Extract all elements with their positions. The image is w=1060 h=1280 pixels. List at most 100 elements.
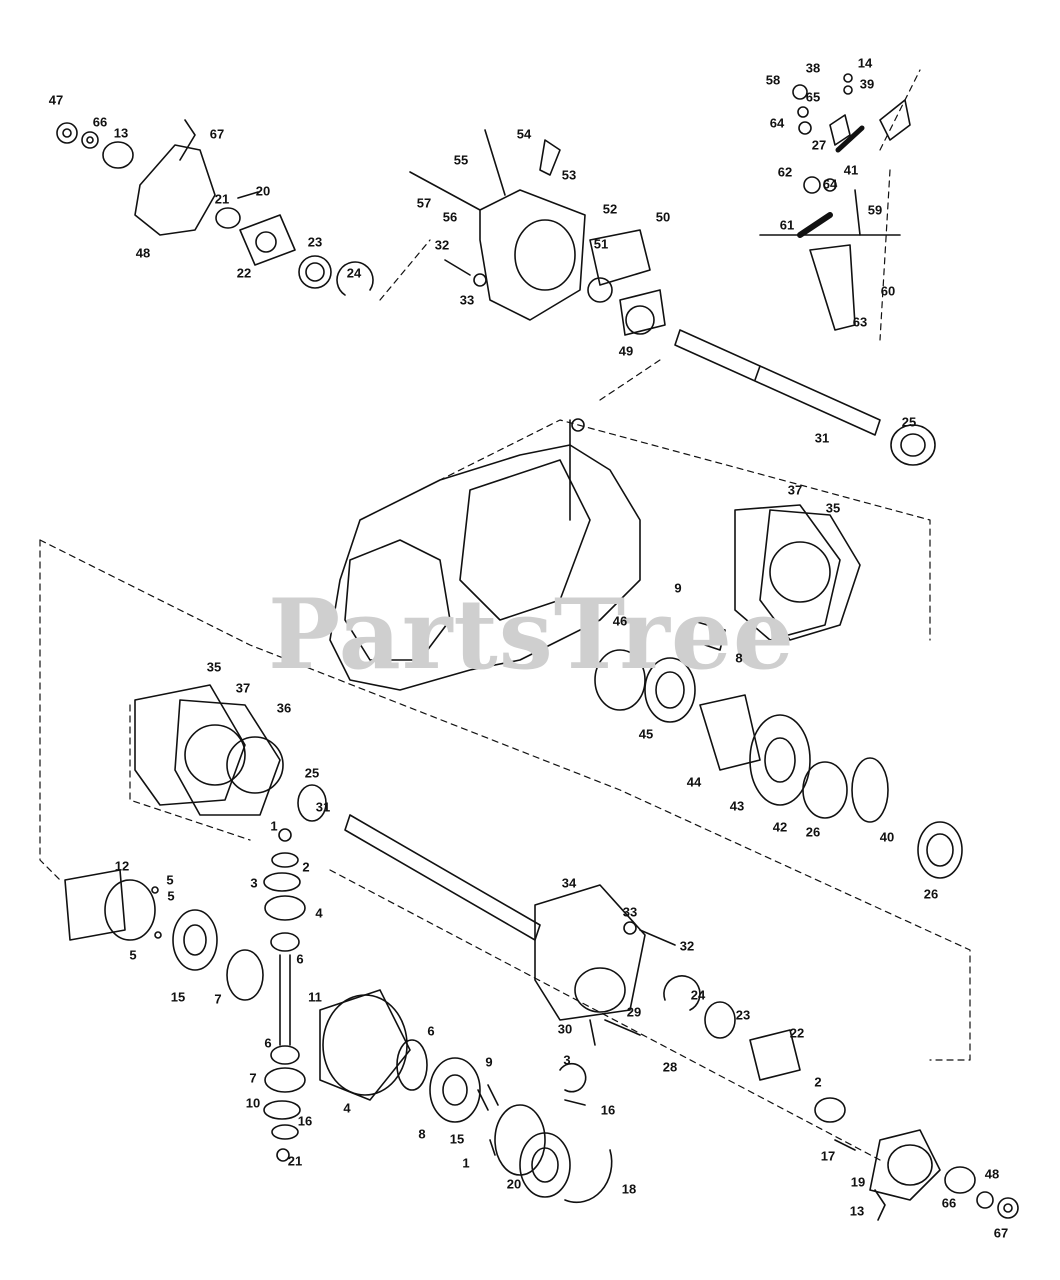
callout-3b: 10 bbox=[245, 1095, 261, 1111]
callout-6b: 6 bbox=[264, 1035, 272, 1051]
callout-5c: 5 bbox=[129, 947, 137, 963]
output-flange-group-bottom bbox=[834, 1129, 1019, 1221]
gear-case-top bbox=[409, 129, 666, 336]
callout-15b: 8 bbox=[418, 1126, 426, 1142]
callout-23: 23 bbox=[307, 234, 323, 250]
callout-8b: 16 bbox=[600, 1102, 616, 1118]
callout-57: 57 bbox=[416, 195, 432, 211]
callout-23b: 23 bbox=[735, 1007, 751, 1023]
callout-37b: 37 bbox=[235, 680, 251, 696]
callout-25b: 25 bbox=[304, 765, 320, 781]
callout-21: 21 bbox=[214, 191, 230, 207]
callout-4: 4 bbox=[315, 905, 323, 921]
callout-64: 64 bbox=[769, 115, 785, 131]
callout-60: 60 bbox=[880, 283, 896, 299]
callout-30: 30 bbox=[557, 1021, 573, 1037]
callout-55: 55 bbox=[453, 152, 469, 168]
callout-17: 1 bbox=[462, 1155, 470, 1171]
callout-2: 2 bbox=[302, 859, 310, 875]
output-flange-group-top bbox=[56, 119, 374, 296]
callout-18: 20 bbox=[506, 1176, 522, 1192]
callout-16b: 15 bbox=[449, 1131, 465, 1147]
callout-15: 15 bbox=[170, 989, 186, 1005]
callout-24: 24 bbox=[346, 265, 362, 281]
callout-67b: 13 bbox=[849, 1203, 865, 1219]
callout-31b: 31 bbox=[315, 799, 331, 815]
callout-56: 56 bbox=[442, 209, 458, 225]
callout-22: 22 bbox=[236, 265, 252, 281]
callout-25: 25 bbox=[901, 414, 917, 430]
callout-16: 9 bbox=[485, 1054, 493, 1070]
callout-33b: 33 bbox=[622, 904, 638, 920]
callout-62: 62 bbox=[777, 164, 793, 180]
callout-32: 32 bbox=[434, 237, 450, 253]
callout-51: 51 bbox=[593, 236, 609, 252]
callout-47: 47 bbox=[48, 92, 64, 108]
callout-41: 41 bbox=[843, 162, 859, 178]
callout-66b: 48 bbox=[984, 1166, 1000, 1182]
callout-48b: 19 bbox=[850, 1174, 866, 1190]
callout-39: 39 bbox=[859, 76, 875, 92]
callout-24b: 24 bbox=[690, 987, 706, 1003]
callout-6: 6 bbox=[296, 951, 304, 967]
callout-20b: 17 bbox=[820, 1148, 836, 1164]
callout-65: 65 bbox=[805, 89, 821, 105]
gaskets-lower-left bbox=[134, 684, 284, 816]
callout-11: 11 bbox=[308, 989, 322, 1005]
assembly-guide-lines bbox=[39, 69, 971, 1161]
callout-42: 42 bbox=[772, 819, 788, 835]
callout-9: 9 bbox=[674, 580, 682, 596]
callout-67: 67 bbox=[209, 126, 225, 142]
callout-58: 58 bbox=[765, 72, 781, 88]
transmission-case bbox=[329, 418, 641, 691]
bearing-stack-right bbox=[594, 619, 963, 879]
callout-2b: 16 bbox=[297, 1113, 313, 1129]
axle-shaft-upper bbox=[674, 329, 936, 466]
callout-10: 4 bbox=[343, 1100, 351, 1116]
callout-13: 13 bbox=[113, 125, 129, 141]
callout-13b: 66 bbox=[941, 1195, 957, 1211]
callout-48: 48 bbox=[135, 245, 151, 261]
callout-50: 50 bbox=[655, 209, 671, 225]
callout-64b: 64 bbox=[822, 176, 838, 192]
differential-case-cover bbox=[534, 884, 846, 1123]
callout-49: 49 bbox=[618, 343, 634, 359]
callout-43: 43 bbox=[729, 798, 745, 814]
callout-9b: 3 bbox=[563, 1052, 571, 1068]
callout-7b: 6 bbox=[427, 1023, 435, 1039]
callout-27: 27 bbox=[811, 137, 827, 153]
callout-28: 28 bbox=[662, 1059, 678, 1075]
callout-5: 5 bbox=[166, 872, 174, 888]
callout-21b: 2 bbox=[814, 1074, 822, 1090]
callout-54: 54 bbox=[516, 126, 532, 142]
callout-59: 59 bbox=[867, 202, 883, 218]
callout-37: 37 bbox=[787, 482, 803, 498]
callout-35: 35 bbox=[825, 500, 841, 516]
callout-45: 45 bbox=[638, 726, 654, 742]
callout-63: 63 bbox=[852, 314, 868, 330]
callout-14: 14 bbox=[857, 55, 873, 71]
callout-66: 66 bbox=[92, 114, 108, 130]
shift-linkage-group bbox=[759, 73, 911, 331]
callout-5b: 5 bbox=[167, 888, 175, 904]
callout-46: 46 bbox=[612, 613, 628, 629]
callout-61: 61 bbox=[779, 217, 795, 233]
ring-gear-and-carrier bbox=[319, 989, 613, 1204]
callout-47b: 67 bbox=[993, 1225, 1009, 1241]
callout-12: 12 bbox=[114, 858, 130, 874]
callout-32b: 32 bbox=[679, 938, 695, 954]
callout-3: 3 bbox=[250, 875, 258, 891]
callout-52: 52 bbox=[602, 201, 618, 217]
callout-22b: 22 bbox=[789, 1025, 805, 1041]
callout-34: 34 bbox=[561, 875, 577, 891]
left-gear-train bbox=[64, 828, 306, 1162]
callout-29: 29 bbox=[626, 1004, 642, 1020]
callout-40: 40 bbox=[879, 829, 895, 845]
callout-35b: 35 bbox=[206, 659, 222, 675]
callout-20: 20 bbox=[255, 183, 271, 199]
callout-4b: 7 bbox=[249, 1070, 257, 1086]
callout-8: 8 bbox=[735, 650, 743, 666]
callout-1b: 21 bbox=[287, 1153, 303, 1169]
callout-33: 33 bbox=[459, 292, 475, 308]
